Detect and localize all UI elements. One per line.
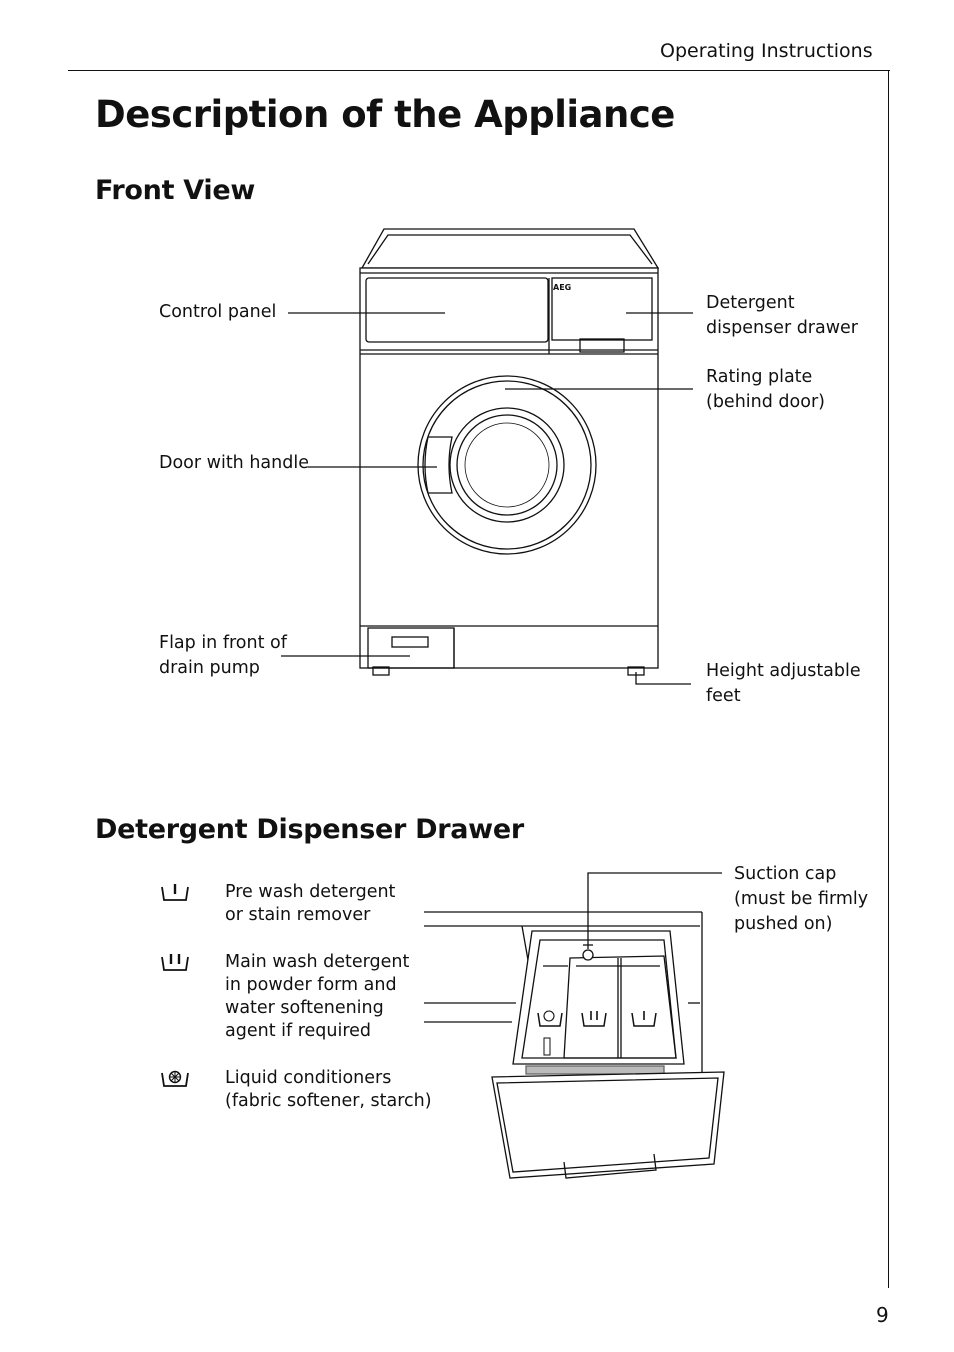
label-feet: Height adjustable feet <box>706 659 861 709</box>
label-line: pushed on) <box>734 914 833 934</box>
legend-pre-wash: Pre wash detergent or stain remover <box>225 881 395 927</box>
label-line: Rating plate <box>706 367 813 387</box>
header-rule <box>68 70 890 71</box>
page-title: Description of the Appliance <box>95 93 675 136</box>
legend-conditioner: Liquid conditioners (fabric softener, st… <box>225 1067 432 1113</box>
legend-line: (fabric softener, starch) <box>225 1091 432 1111</box>
front-view-heading: Front View <box>95 175 256 206</box>
running-header: Operating Instructions <box>660 40 873 62</box>
page-number: 9 <box>876 1303 889 1327</box>
leader-feet <box>635 672 691 685</box>
legend-line: Liquid conditioners <box>225 1068 392 1088</box>
legend-line: in powder form and <box>225 975 397 995</box>
brand-logo: AEG <box>553 283 571 292</box>
washing-machine-drawing <box>359 228 660 676</box>
label-door-handle: Door with handle <box>159 453 309 473</box>
label-flap: Flap in front of drain pump <box>159 631 287 681</box>
legend-line: or stain remover <box>225 905 371 925</box>
label-line: dispenser drawer <box>706 318 858 338</box>
label-line: Detergent <box>706 293 795 313</box>
label-line: (must be firmly <box>734 889 869 909</box>
label-line: drain pump <box>159 658 260 678</box>
label-line: feet <box>706 686 741 706</box>
label-line: Height adjustable <box>706 661 861 681</box>
label-line: Suction cap <box>734 864 837 884</box>
legend-line: agent if required <box>225 1021 372 1041</box>
label-control-panel: Control panel <box>159 302 277 322</box>
label-rating-plate: Rating plate (behind door) <box>706 365 825 415</box>
label-line: Flap in front of <box>159 633 287 653</box>
dispenser-drawer-drawing <box>424 872 725 1179</box>
legend-main-wash: Main wash detergent in powder form and w… <box>225 951 409 1043</box>
label-detergent-drawer: Detergent dispenser drawer <box>706 291 858 341</box>
legend-line: Main wash detergent <box>225 952 410 972</box>
label-line: (behind door) <box>706 392 825 412</box>
legend-line: Pre wash detergent <box>225 882 396 902</box>
label-suction-cap: Suction cap (must be firmly pushed on) <box>734 862 868 937</box>
legend-line: water softenening <box>225 998 384 1018</box>
margin-rule <box>888 70 889 1288</box>
dispenser-heading: Detergent Dispenser Drawer <box>95 814 524 845</box>
